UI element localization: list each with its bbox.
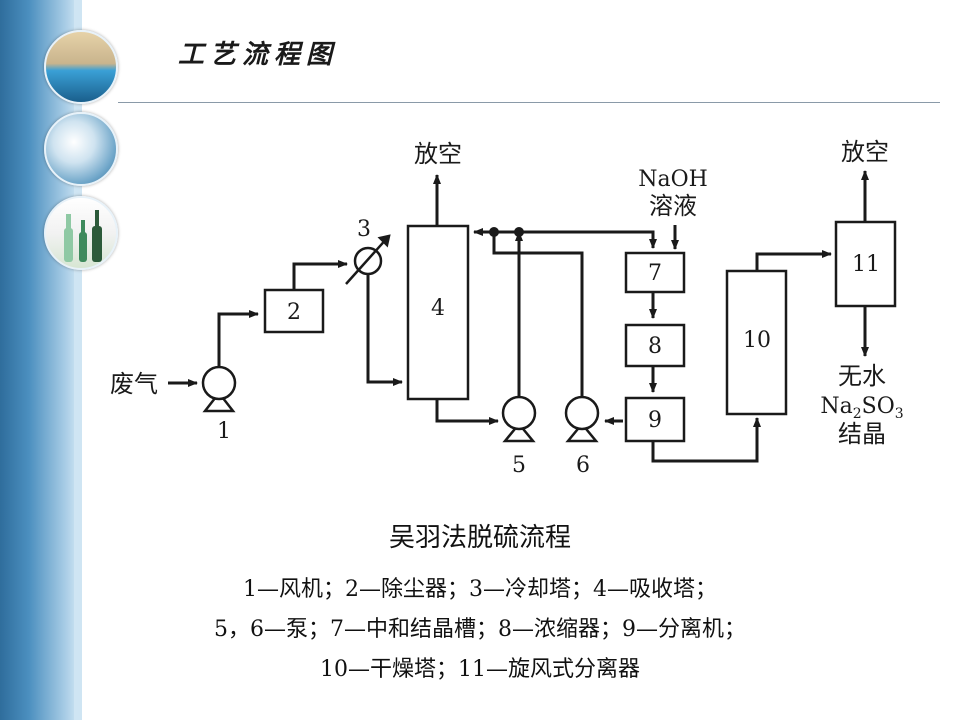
fan-1 — [201, 365, 237, 413]
vent-label-left: 放空 — [414, 140, 462, 168]
thumbnail-pipes-image — [44, 112, 118, 186]
pump-6 — [564, 395, 600, 443]
node-label-2: 2 — [287, 300, 301, 325]
node-label-8: 8 — [648, 334, 662, 359]
thumbnail-bottles-image — [44, 196, 118, 270]
node-label-10: 10 — [743, 328, 771, 353]
legend-line-3: 10—干燥塔；11—旋风式分离器 — [320, 657, 640, 682]
diagram-caption: 吴羽法脱硫流程 — [388, 523, 571, 553]
vent-label-right: 放空 — [841, 138, 889, 166]
flow-cooler-to-absorber — [366, 275, 403, 386]
box-2-dust-remover — [263, 288, 325, 334]
product-label-line1: 无水 — [838, 362, 886, 390]
cooler-3 — [345, 234, 391, 285]
box-11-cyclone — [834, 220, 897, 308]
title-divider — [118, 102, 940, 103]
product-formula: Na2SO3 — [820, 394, 903, 422]
thumbnail-pool-image — [44, 30, 118, 104]
box-4-absorber — [406, 224, 470, 401]
node-label-9: 9 — [648, 408, 662, 433]
node-label-7: 7 — [648, 261, 662, 286]
node-label-6: 6 — [576, 453, 590, 478]
flow-dedust-to-cooler — [292, 260, 348, 290]
junction-dot — [514, 227, 524, 237]
junction-dot — [489, 227, 499, 237]
legend-line-1: 1—风机；2—除尘器；3—冷却塔；4—吸收塔； — [243, 577, 717, 602]
sidebar-strip — [74, 0, 82, 720]
node-label-1: 1 — [217, 419, 231, 444]
node-label-5: 5 — [512, 453, 526, 478]
node-label-3: 3 — [357, 217, 371, 242]
node-label-11: 11 — [852, 252, 880, 277]
page-title: 工艺流程图 — [178, 40, 339, 70]
flow-pump6-return — [492, 232, 584, 400]
flow-header-to-tank7 — [632, 230, 657, 249]
box-10-dryer — [725, 269, 788, 416]
naoh-label: NaOH — [638, 167, 708, 192]
pump-5 — [501, 395, 537, 443]
flow-dryer-to-cyclone — [755, 250, 832, 271]
flow-absorber-to-pump5 — [435, 399, 499, 425]
waste-gas-label: 废气 — [110, 370, 158, 398]
node-label-4: 4 — [431, 296, 445, 321]
box-8-concentrator — [624, 323, 686, 368]
legend-line-2: 5，6—泵；7—中和结晶槽；8—浓缩器；9—分离机； — [214, 617, 746, 642]
flow-fan-to-dedust — [217, 310, 259, 366]
box-9-separator — [624, 396, 686, 443]
box-7-neutralizer — [624, 251, 686, 294]
product-label-line3: 结晶 — [838, 420, 886, 448]
flow-9-to-dryer — [651, 417, 761, 463]
naoh-solution-label: 溶液 — [649, 192, 697, 220]
